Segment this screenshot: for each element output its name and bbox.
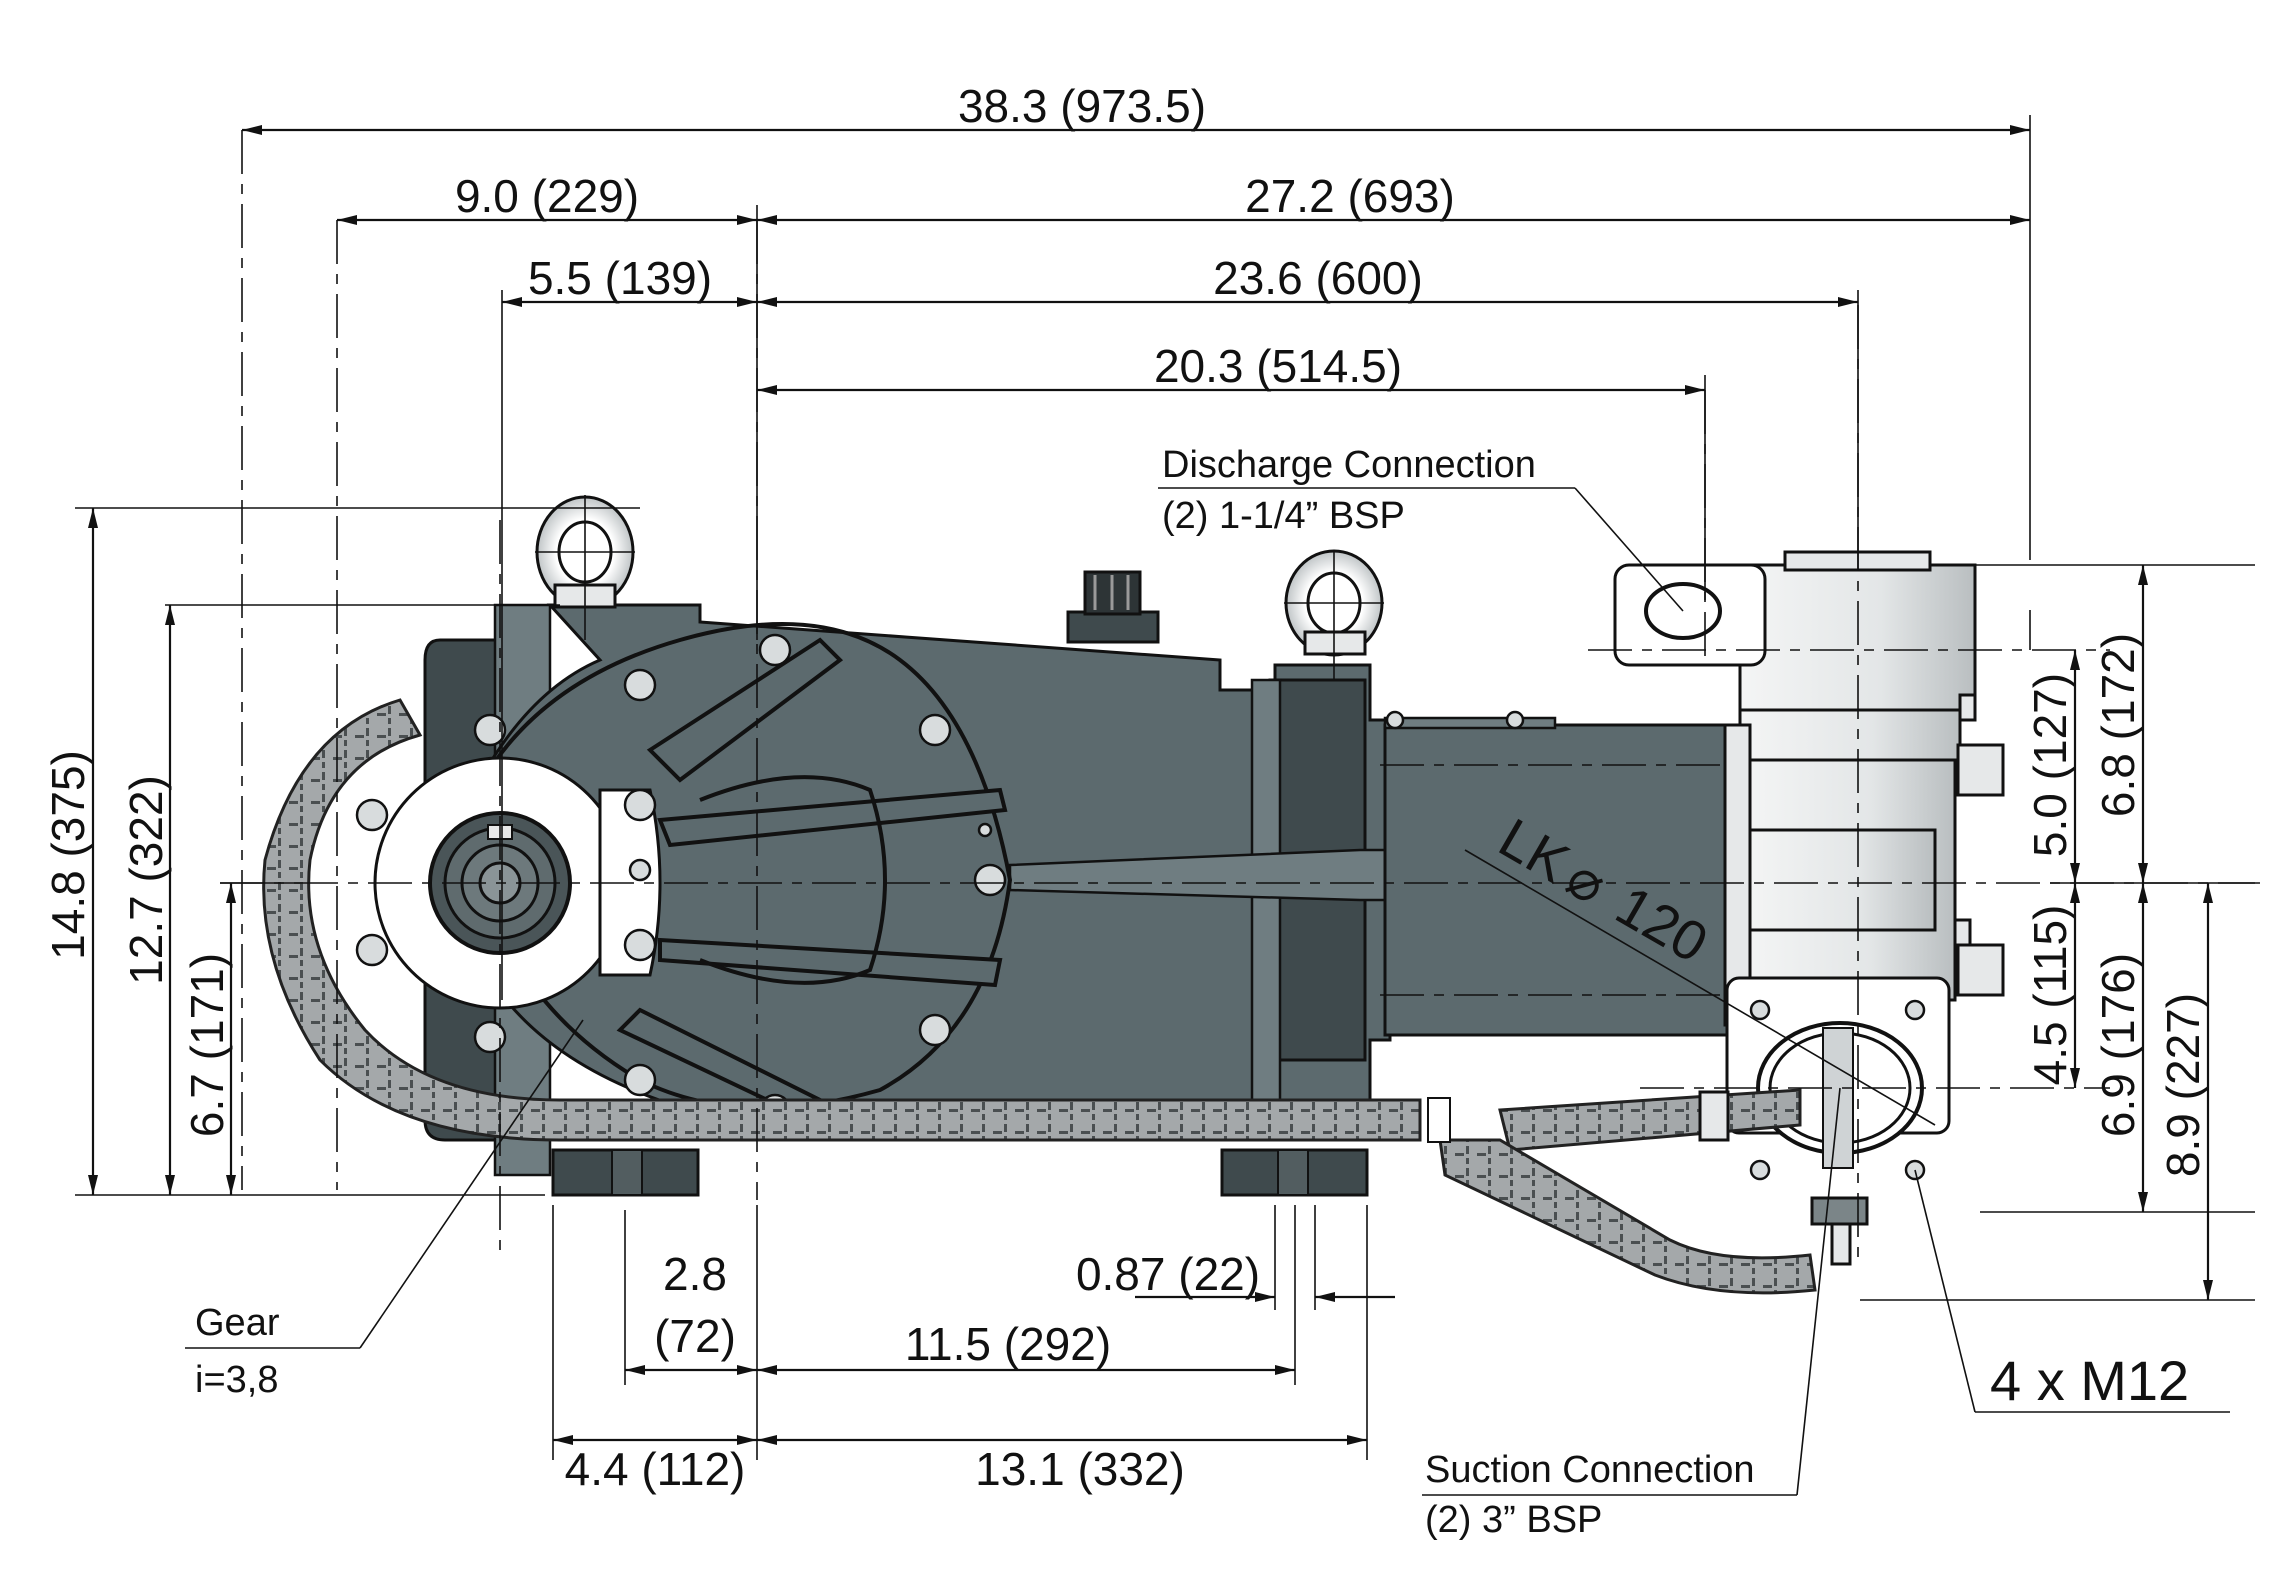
dim-housing-height: 12.7 (322) — [120, 775, 172, 985]
dim-foot-slot: 0.87 (22) — [1076, 1248, 1260, 1300]
suction-hose — [1438, 1138, 1817, 1295]
lantern-housing — [1383, 723, 1742, 1037]
dim-suction-fitting-below: 8.9 (227) — [2157, 993, 2209, 1177]
dim-foot-hole-spacing: 11.5 (292) — [905, 1318, 1111, 1370]
dim-foot-offset-a-line2: (72) — [654, 1310, 736, 1362]
gear-cover-bolts — [355, 633, 1525, 1127]
dim-foot-offset-a-line1: 2.8 — [663, 1248, 727, 1300]
dim-foot-span: 13.1 (332) — [975, 1443, 1185, 1495]
lantern-top-strip — [1383, 716, 1557, 730]
discharge-connection-spec: (2) 1-1/4” BSP — [1162, 495, 1405, 537]
gear-ratio: i=3,8 — [195, 1359, 278, 1401]
dim-head-bottom-below: 6.9 (176) — [2092, 953, 2144, 1137]
pump-assembly — [262, 495, 2005, 1295]
lifting-eye-left — [535, 495, 635, 640]
discharge-connection-title: Discharge Connection — [1162, 444, 1536, 486]
flush-hose-loop — [262, 698, 1422, 1142]
flange-bolts-label: 4 x M12 — [1990, 1349, 2189, 1412]
dim-shaft-to-rear: 9.0 (229) — [455, 170, 639, 222]
dim-discharge-above: 5.0 (127) — [2024, 673, 2076, 857]
dim-datum-to-discharge: 20.3 (514.5) — [1154, 340, 1402, 392]
hose-clamp — [1427, 1097, 1451, 1143]
dim-head-top-above: 6.8 (172) — [2092, 633, 2144, 817]
suction-connection-title: Suction Connection — [1425, 1449, 1755, 1491]
dim-shaft-height: 6.7 (171) — [181, 953, 233, 1137]
flush-hose-lower — [1498, 1088, 1802, 1152]
dim-overall-height: 14.8 (375) — [42, 750, 94, 960]
gear-cover-spokes — [616, 637, 1008, 1128]
dim-datum-to-pump-end: 27.2 (693) — [1245, 170, 1455, 222]
suction-connection-spec: (2) 3” BSP — [1425, 1499, 1602, 1541]
dimension-lines — [88, 125, 2213, 1445]
dim-suction-below: 4.5 (115) — [2024, 905, 2076, 1086]
hose-nut — [1698, 1090, 1730, 1142]
extension-lines — [75, 115, 2255, 1460]
gear-cover-window — [699, 775, 887, 985]
gear-title: Gear — [195, 1302, 280, 1344]
lifting-eye-right — [1284, 549, 1384, 680]
dim-foot-offset-b: 4.4 (112) — [565, 1443, 746, 1495]
dim-datum-to-head-center: 23.6 (600) — [1213, 252, 1423, 304]
breather-cap — [1066, 570, 1160, 644]
dim-overall-length: 38.3 (973.5) — [958, 80, 1206, 132]
dimension-labels: 38.3 (973.5) 9.0 (229) 27.2 (693) 5.5 (1… — [42, 80, 2209, 1495]
dim-shaft-center-offset: 5.5 (139) — [528, 252, 712, 304]
